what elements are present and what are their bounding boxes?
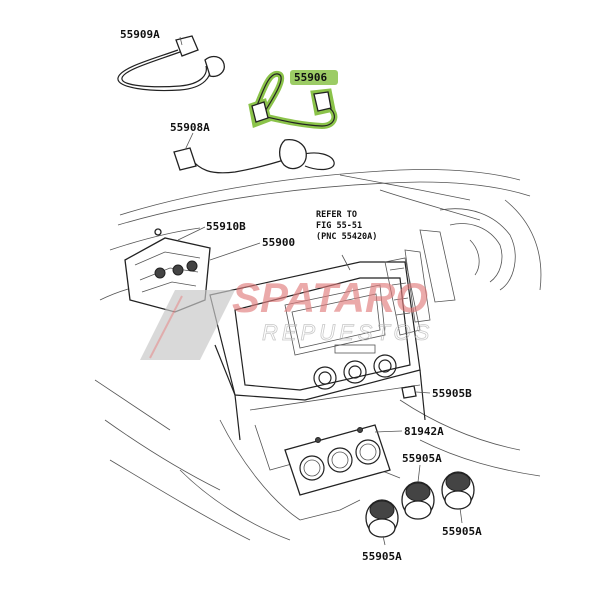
cable-55906-highlighted [248,71,338,130]
part-labels: 55909A 55906 55908A 55910B 55900 REFER T… [120,28,482,563]
label-55900: 55900 [262,236,295,249]
label-55906: 55906 [294,71,327,84]
knob-bottom [365,499,399,538]
label-55905b: 55905B [432,387,472,400]
label-55910b: 55910B [206,220,246,233]
label-55908a: 55908A [170,121,210,134]
watermark-shape [140,290,235,360]
knob-top [401,481,435,520]
label-55905a-bottom: 55905A [362,550,402,563]
watermark: SPATARO REPUESTOS [140,274,433,360]
cable-55909a [117,35,225,92]
control-panel-plate [284,424,391,496]
label-55905a-right: 55905A [442,525,482,538]
label-55905a-top: 55905A [402,452,442,465]
note-refer-line2: FIG 55-51 [316,221,362,231]
note-refer-line1: REFER TO [316,210,357,220]
leader-lines [177,36,463,546]
watermark-brand: SPATARO [232,274,428,321]
cable-55908a [173,139,335,174]
watermark-tagline: REPUESTOS [262,320,433,345]
knob-right [441,471,475,510]
center-panel [209,257,426,471]
label-81942a: 81942A [404,425,444,438]
clip-part [401,385,417,399]
highlight-box-55906 [290,70,338,85]
dashboard-outline [94,169,542,541]
note-refer-line3: (PNC 55420A) [316,232,377,242]
label-55909a: 55909A [120,28,160,41]
